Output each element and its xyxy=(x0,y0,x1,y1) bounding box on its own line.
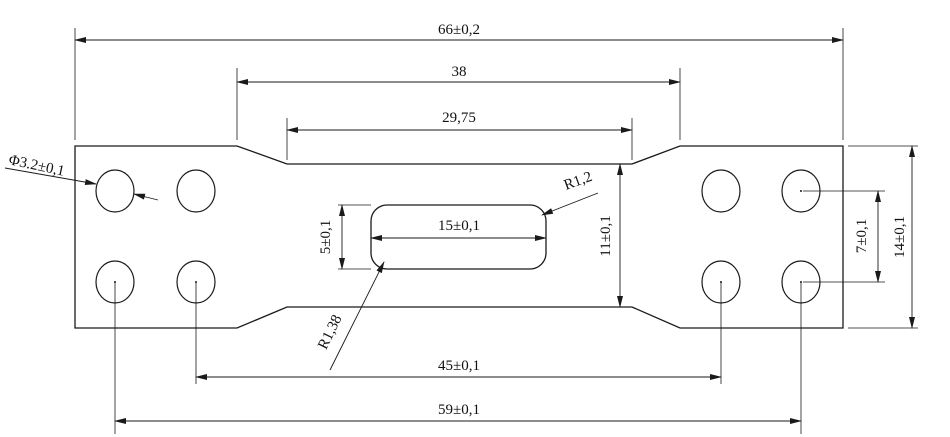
leader-hole-diameter xyxy=(4,167,97,186)
leader-hole-diameter-tail xyxy=(133,193,159,201)
center-slot xyxy=(370,204,547,270)
label-shoulder-length: 38 xyxy=(452,64,467,80)
hole-left-top-inner xyxy=(176,169,216,213)
label-hole-diameter: Φ3.2±0,1 xyxy=(7,152,66,179)
label-end-hole-spacing: 7±0,1 xyxy=(854,219,870,253)
label-inner-hole-pitch: 45±0,1 xyxy=(438,358,480,374)
label-neck-width: 11±0,1 xyxy=(598,215,614,256)
hole-left-top-outer xyxy=(95,169,135,213)
label-outer-hole-pitch: 59±0,1 xyxy=(438,402,480,418)
label-neck-length: 29,75 xyxy=(442,110,476,126)
leader-slot-corner-radius xyxy=(329,261,385,371)
label-end-width: 14±0,1 xyxy=(892,216,908,258)
label-slot-width: 5±0,1 xyxy=(318,220,334,254)
part-outline xyxy=(74,145,844,329)
label-slot-corner-radius: R1,38 xyxy=(315,312,345,352)
hole-right-top-inner xyxy=(701,169,741,213)
leader-slot-radius xyxy=(541,192,599,216)
label-overall-length: 66±0,2 xyxy=(438,22,480,38)
label-slot-radius: R1,2 xyxy=(562,169,595,194)
label-slot-length: 15±0,1 xyxy=(438,218,480,234)
